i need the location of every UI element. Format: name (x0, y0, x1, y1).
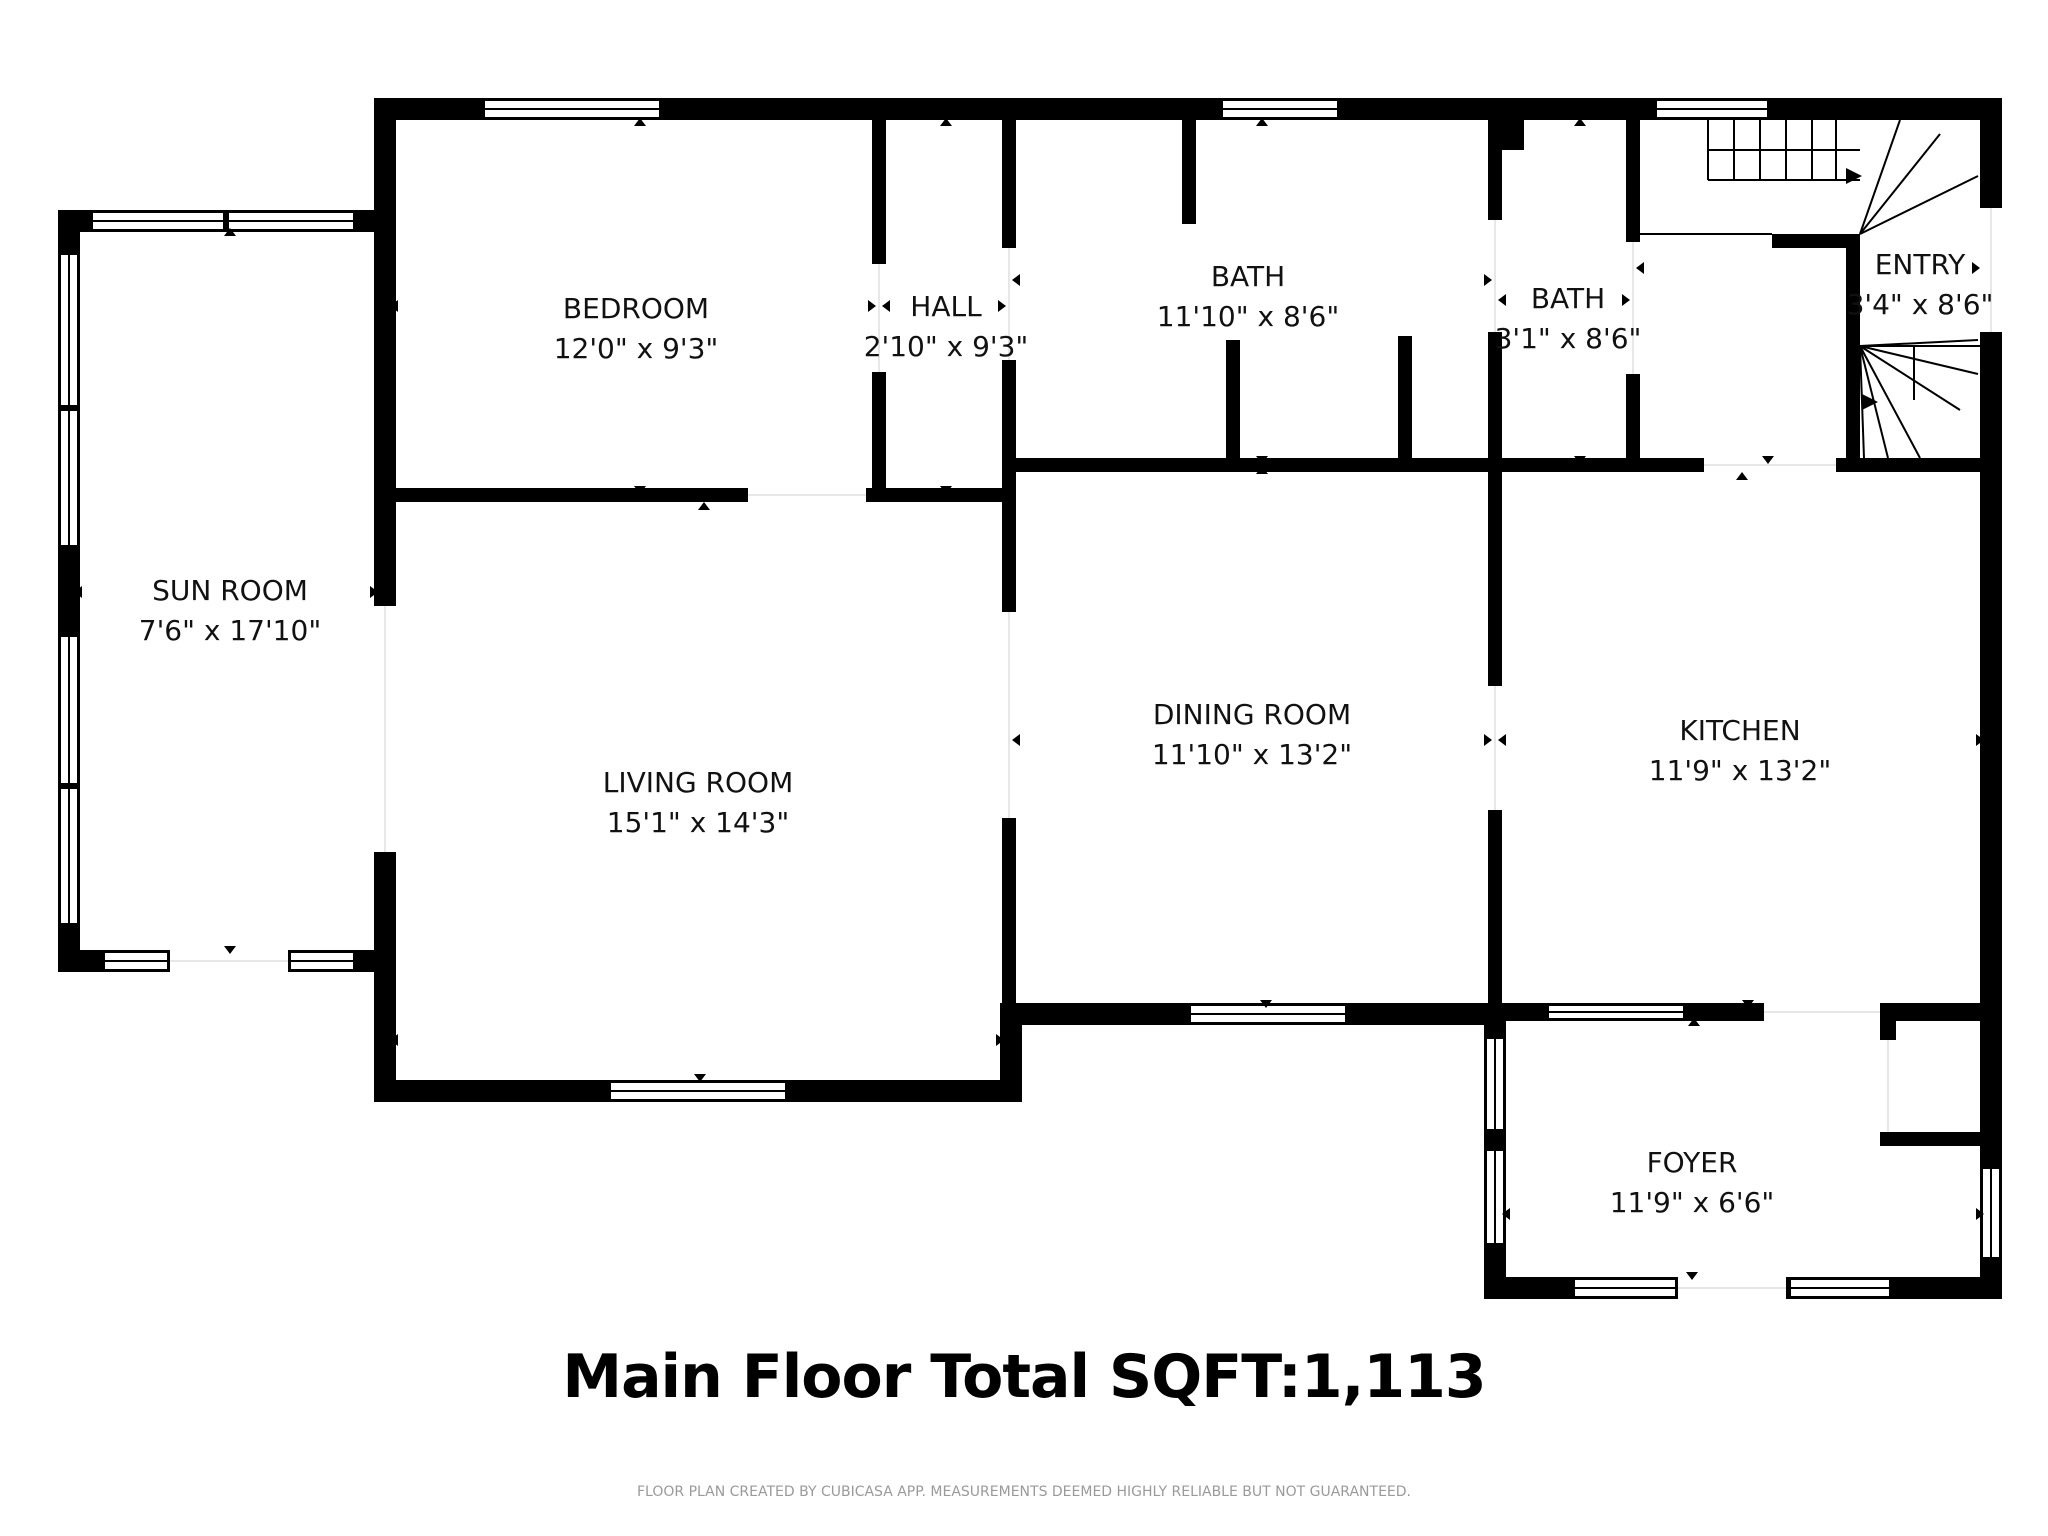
living-room-dims: 15'1" x 14'3" (607, 806, 789, 839)
wall-closet-bottom (1880, 1132, 2002, 1146)
entry-name: ENTRY (1875, 248, 1966, 281)
bedroom-name: BEDROOM (563, 292, 709, 325)
bedroom-dims: 12'0" x 9'3" (554, 332, 719, 365)
walls (58, 98, 2002, 1299)
windows (59, 99, 2001, 1298)
entry-dims: 3'4" x 8'6" (1847, 288, 1994, 321)
bath-main-name: BATH (1211, 260, 1285, 293)
stair-arrow-down (1862, 394, 1878, 410)
foyer-dims: 11'9" x 6'6" (1610, 1186, 1775, 1219)
bath-main-dims: 11'10" x 8'6" (1157, 300, 1339, 333)
kitchen-name: KITCHEN (1679, 714, 1800, 747)
dimension-markers (74, 118, 1984, 1280)
wall-bedroom-living (374, 488, 1016, 502)
dining-room-name: DINING ROOM (1153, 698, 1351, 731)
disclaimer-text: FLOOR PLAN CREATED BY CUBICASA APP. MEAS… (637, 1484, 1411, 1500)
sun-room-name: SUN ROOM (152, 574, 308, 607)
wall-bath-stub-2 (1226, 340, 1240, 466)
wall-right (1980, 98, 2002, 1146)
wall-bath-stub-3 (1398, 336, 1412, 466)
wall-stair-landing (1772, 234, 1860, 248)
wall-living-right-bottom (1000, 1003, 1022, 1102)
wall-bath-stub-1 (1182, 118, 1196, 224)
door-openings (170, 208, 2002, 1299)
hall-name: HALL (910, 290, 982, 323)
kitchen-dims: 11'9" x 13'2" (1649, 754, 1831, 787)
stairs (1640, 119, 1980, 459)
wall-bath-corner (1488, 118, 1524, 150)
bath-small-dims: 3'1" x 8'6" (1495, 322, 1642, 355)
living-room-name: LIVING ROOM (603, 766, 794, 799)
total-sqft-label: Main Floor Total SQFT:1,113 (562, 1342, 1486, 1412)
stair-arrow (1846, 168, 1862, 184)
bath-small-name: BATH (1531, 282, 1605, 315)
hall-dims: 2'10" x 9'3" (864, 330, 1029, 363)
room-labels: SUN ROOM 7'6" x 17'10" BEDROOM 12'0" x 9… (139, 248, 1994, 1219)
wall-entry-left (1846, 234, 1860, 468)
wall-top (374, 98, 2002, 120)
sun-room-dims: 7'6" x 17'10" (139, 614, 321, 647)
foyer-name: FOYER (1647, 1146, 1738, 1179)
wall-kitchen-bottom-right (1880, 1003, 2002, 1021)
dining-room-dims: 11'10" x 13'2" (1152, 738, 1352, 771)
